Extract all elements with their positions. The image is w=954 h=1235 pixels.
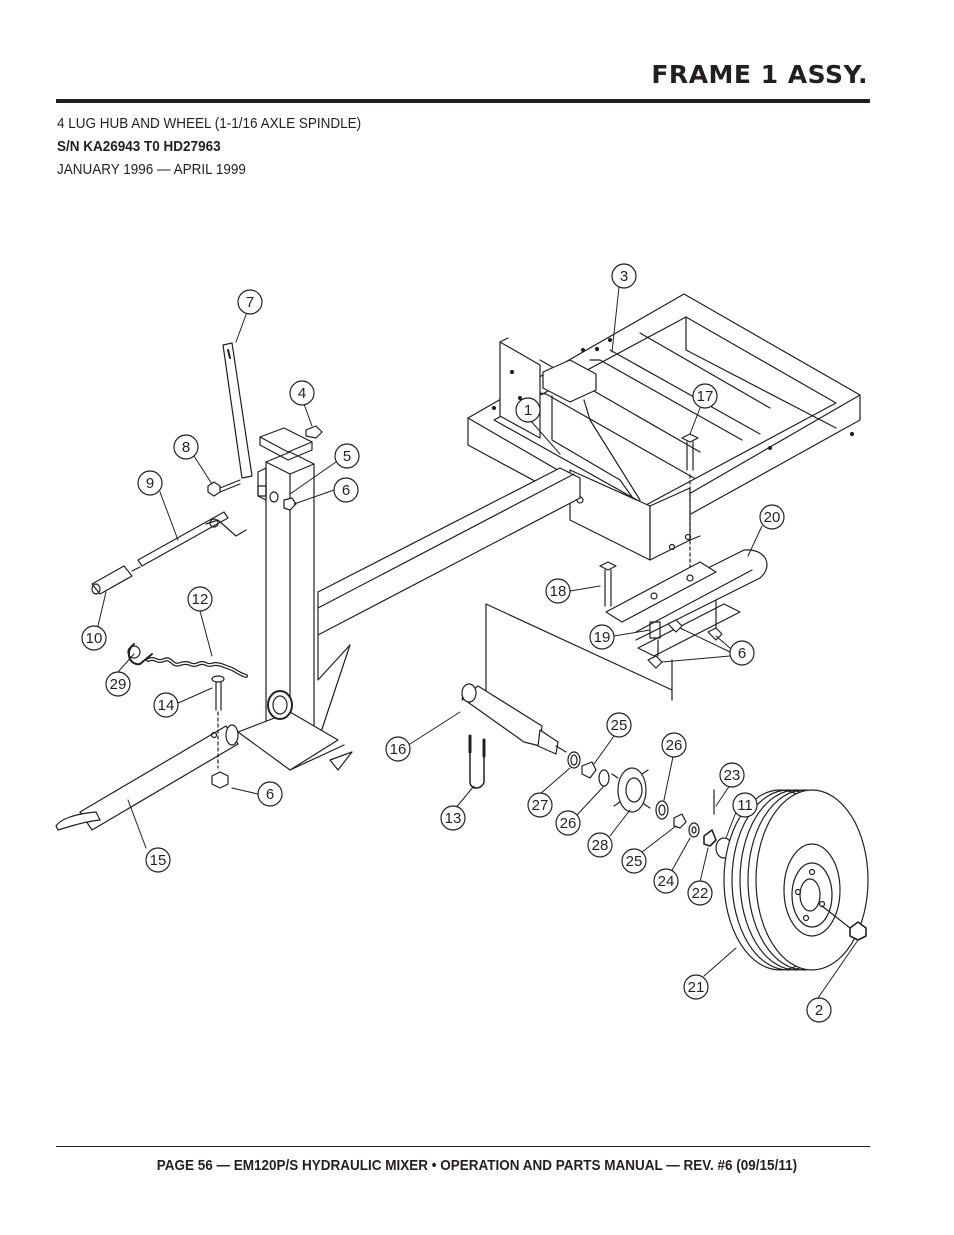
callout-5: 5 [334,443,360,469]
wheel-drawing [723,789,869,971]
callout-16: 16 [385,736,411,762]
callout-3: 3 [611,263,637,289]
callout-28: 28 [587,832,613,858]
callout-25b: 25 [621,848,647,874]
header-rule [56,99,870,103]
svg-text:2: 2 [815,1002,823,1019]
assembly-description: 4 LUG HUB AND WHEEL (1-1/16 AXLE SPINDLE… [57,115,362,132]
svg-text:18: 18 [550,583,567,600]
pin-assembly-drawing [91,425,323,595]
callout-27: 27 [527,792,553,818]
callout-15: 15 [145,847,171,873]
axle-mount-drawing [599,433,768,669]
callout-14: 14 [153,692,179,718]
page-title: FRAME 1 ASSY. [651,60,868,89]
callout-23: 23 [719,762,745,788]
svg-text:4: 4 [298,385,306,402]
svg-text:6: 6 [342,482,350,499]
callout-1: 1 [515,397,541,423]
callout-11: 11 [732,792,758,818]
svg-text:25: 25 [611,717,628,734]
svg-text:17: 17 [697,388,714,405]
svg-text:21: 21 [688,979,705,996]
svg-text:13: 13 [445,810,462,827]
svg-text:9: 9 [146,475,154,492]
callout-26a: 26 [661,732,687,758]
svg-text:5: 5 [343,448,351,465]
callout-17: 17 [692,383,718,409]
serial-range: S/N KA26943 T0 HD27963 [57,138,221,155]
svg-text:14: 14 [158,697,175,714]
spindle-hub-drawing [461,603,733,859]
svg-text:6: 6 [738,645,746,662]
callout-12: 12 [187,586,213,612]
svg-text:22: 22 [692,885,709,902]
svg-text:6: 6 [266,786,274,803]
callout-20: 20 [759,504,785,530]
svg-text:24: 24 [658,873,675,890]
svg-text:7: 7 [246,294,254,311]
svg-text:1: 1 [524,402,532,419]
svg-text:26: 26 [560,815,577,832]
callout-8: 8 [173,434,199,460]
callout-19: 19 [589,624,615,650]
svg-text:12: 12 [192,591,209,608]
svg-text:23: 23 [724,767,741,784]
date-range: JANUARY 1996 — APRIL 1999 [57,161,246,178]
footer-rule [56,1146,870,1147]
callout-21: 21 [683,974,709,1000]
callout-6c: 6 [729,640,755,666]
svg-text:8: 8 [182,439,190,456]
svg-text:28: 28 [592,837,609,854]
callouts: 3 7 4 1 17 8 5 9 6 20 18 12 19 10 6 29 1… [81,263,832,1023]
callout-22: 22 [687,880,713,906]
callout-6b: 6 [257,781,283,807]
svg-text:26: 26 [666,737,683,754]
callout-13: 13 [440,805,466,831]
callout-2: 2 [806,997,832,1023]
callout-6a: 6 [333,477,359,503]
callout-10: 10 [81,625,107,651]
callout-29: 29 [105,671,131,697]
tongue-drawing [317,467,581,736]
callout-18: 18 [545,578,571,604]
svg-text:3: 3 [620,268,628,285]
svg-text:20: 20 [764,509,781,526]
callout-26b: 26 [555,810,581,836]
callout-25a: 25 [606,712,632,738]
callout-24: 24 [653,868,679,894]
svg-text:16: 16 [390,741,407,758]
svg-text:29: 29 [110,676,127,693]
svg-text:10: 10 [86,630,103,647]
page-footer: PAGE 56 — EM120P/S HYDRAULIC MIXER • OPE… [156,1157,798,1174]
leader-lines [97,286,859,999]
callout-7: 7 [237,289,263,315]
svg-text:25: 25 [626,853,643,870]
svg-text:19: 19 [594,629,611,646]
svg-text:27: 27 [532,797,549,814]
callout-9: 9 [137,470,163,496]
safety-chain-drawing [127,643,248,678]
svg-text:15: 15 [150,852,167,869]
tow-tube-drawing [55,675,239,831]
callout-4: 4 [289,380,315,406]
jack-stand-drawing [222,342,353,771]
svg-text:11: 11 [737,797,753,814]
